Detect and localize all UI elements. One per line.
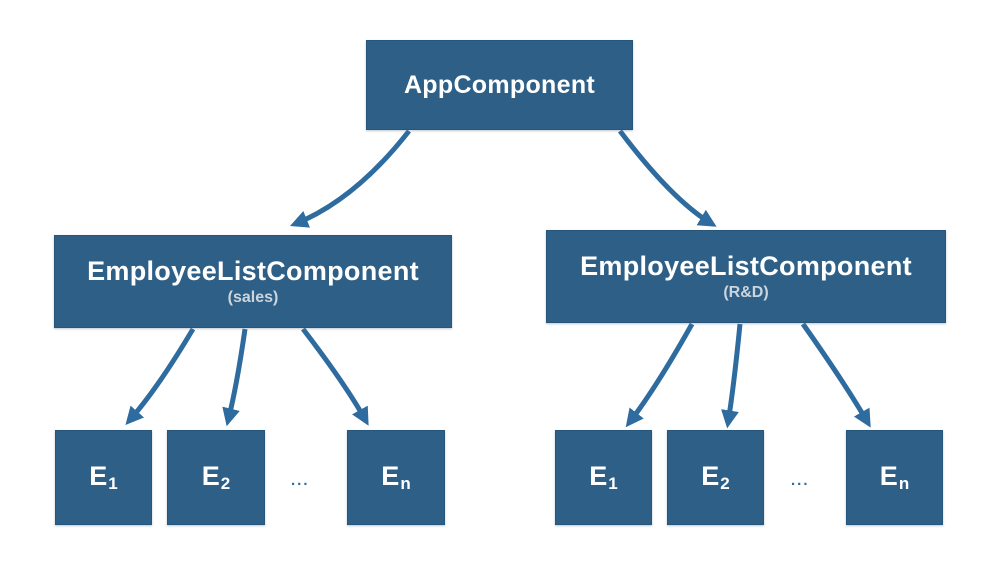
leaf-label: En <box>381 461 411 493</box>
node-label: AppComponent <box>403 70 596 99</box>
node-employee-list-rnd: EmployeeListComponent (R&D) <box>546 230 946 323</box>
arrow-root-to-sales <box>289 129 411 228</box>
node-sales-e1: E1 <box>55 430 152 525</box>
arrow-rnd-to-en <box>800 322 871 428</box>
node-sublabel: (R&D) <box>723 284 769 302</box>
arrow-rnd-to-e2 <box>721 323 743 429</box>
node-label: EmployeeListComponent <box>580 250 912 281</box>
leaf-label: En <box>879 461 910 493</box>
node-app-component: AppComponent <box>366 40 633 130</box>
leaf-label: E1 <box>89 461 118 493</box>
node-rnd-en: En <box>846 430 943 525</box>
node-label: EmployeeListComponent <box>87 255 419 286</box>
arrow-sales-to-e2 <box>222 328 248 427</box>
node-rnd-e2: E2 <box>667 430 764 525</box>
node-sales-e2: E2 <box>167 430 265 525</box>
arrow-sales-to-e1 <box>125 327 196 426</box>
arrow-rnd-to-e1 <box>625 322 695 428</box>
arrow-sales-to-en <box>301 327 369 426</box>
node-sales-en: En <box>347 430 445 525</box>
arrow-root-to-rnd <box>618 129 717 227</box>
node-rnd-e1: E1 <box>555 430 652 525</box>
node-employee-list-sales: EmployeeListComponent (sales) <box>54 235 452 328</box>
leaf-label: E1 <box>589 461 618 493</box>
leaf-label: E2 <box>701 461 730 493</box>
node-sublabel: (sales) <box>227 289 279 307</box>
leaf-label: E2 <box>201 461 231 493</box>
